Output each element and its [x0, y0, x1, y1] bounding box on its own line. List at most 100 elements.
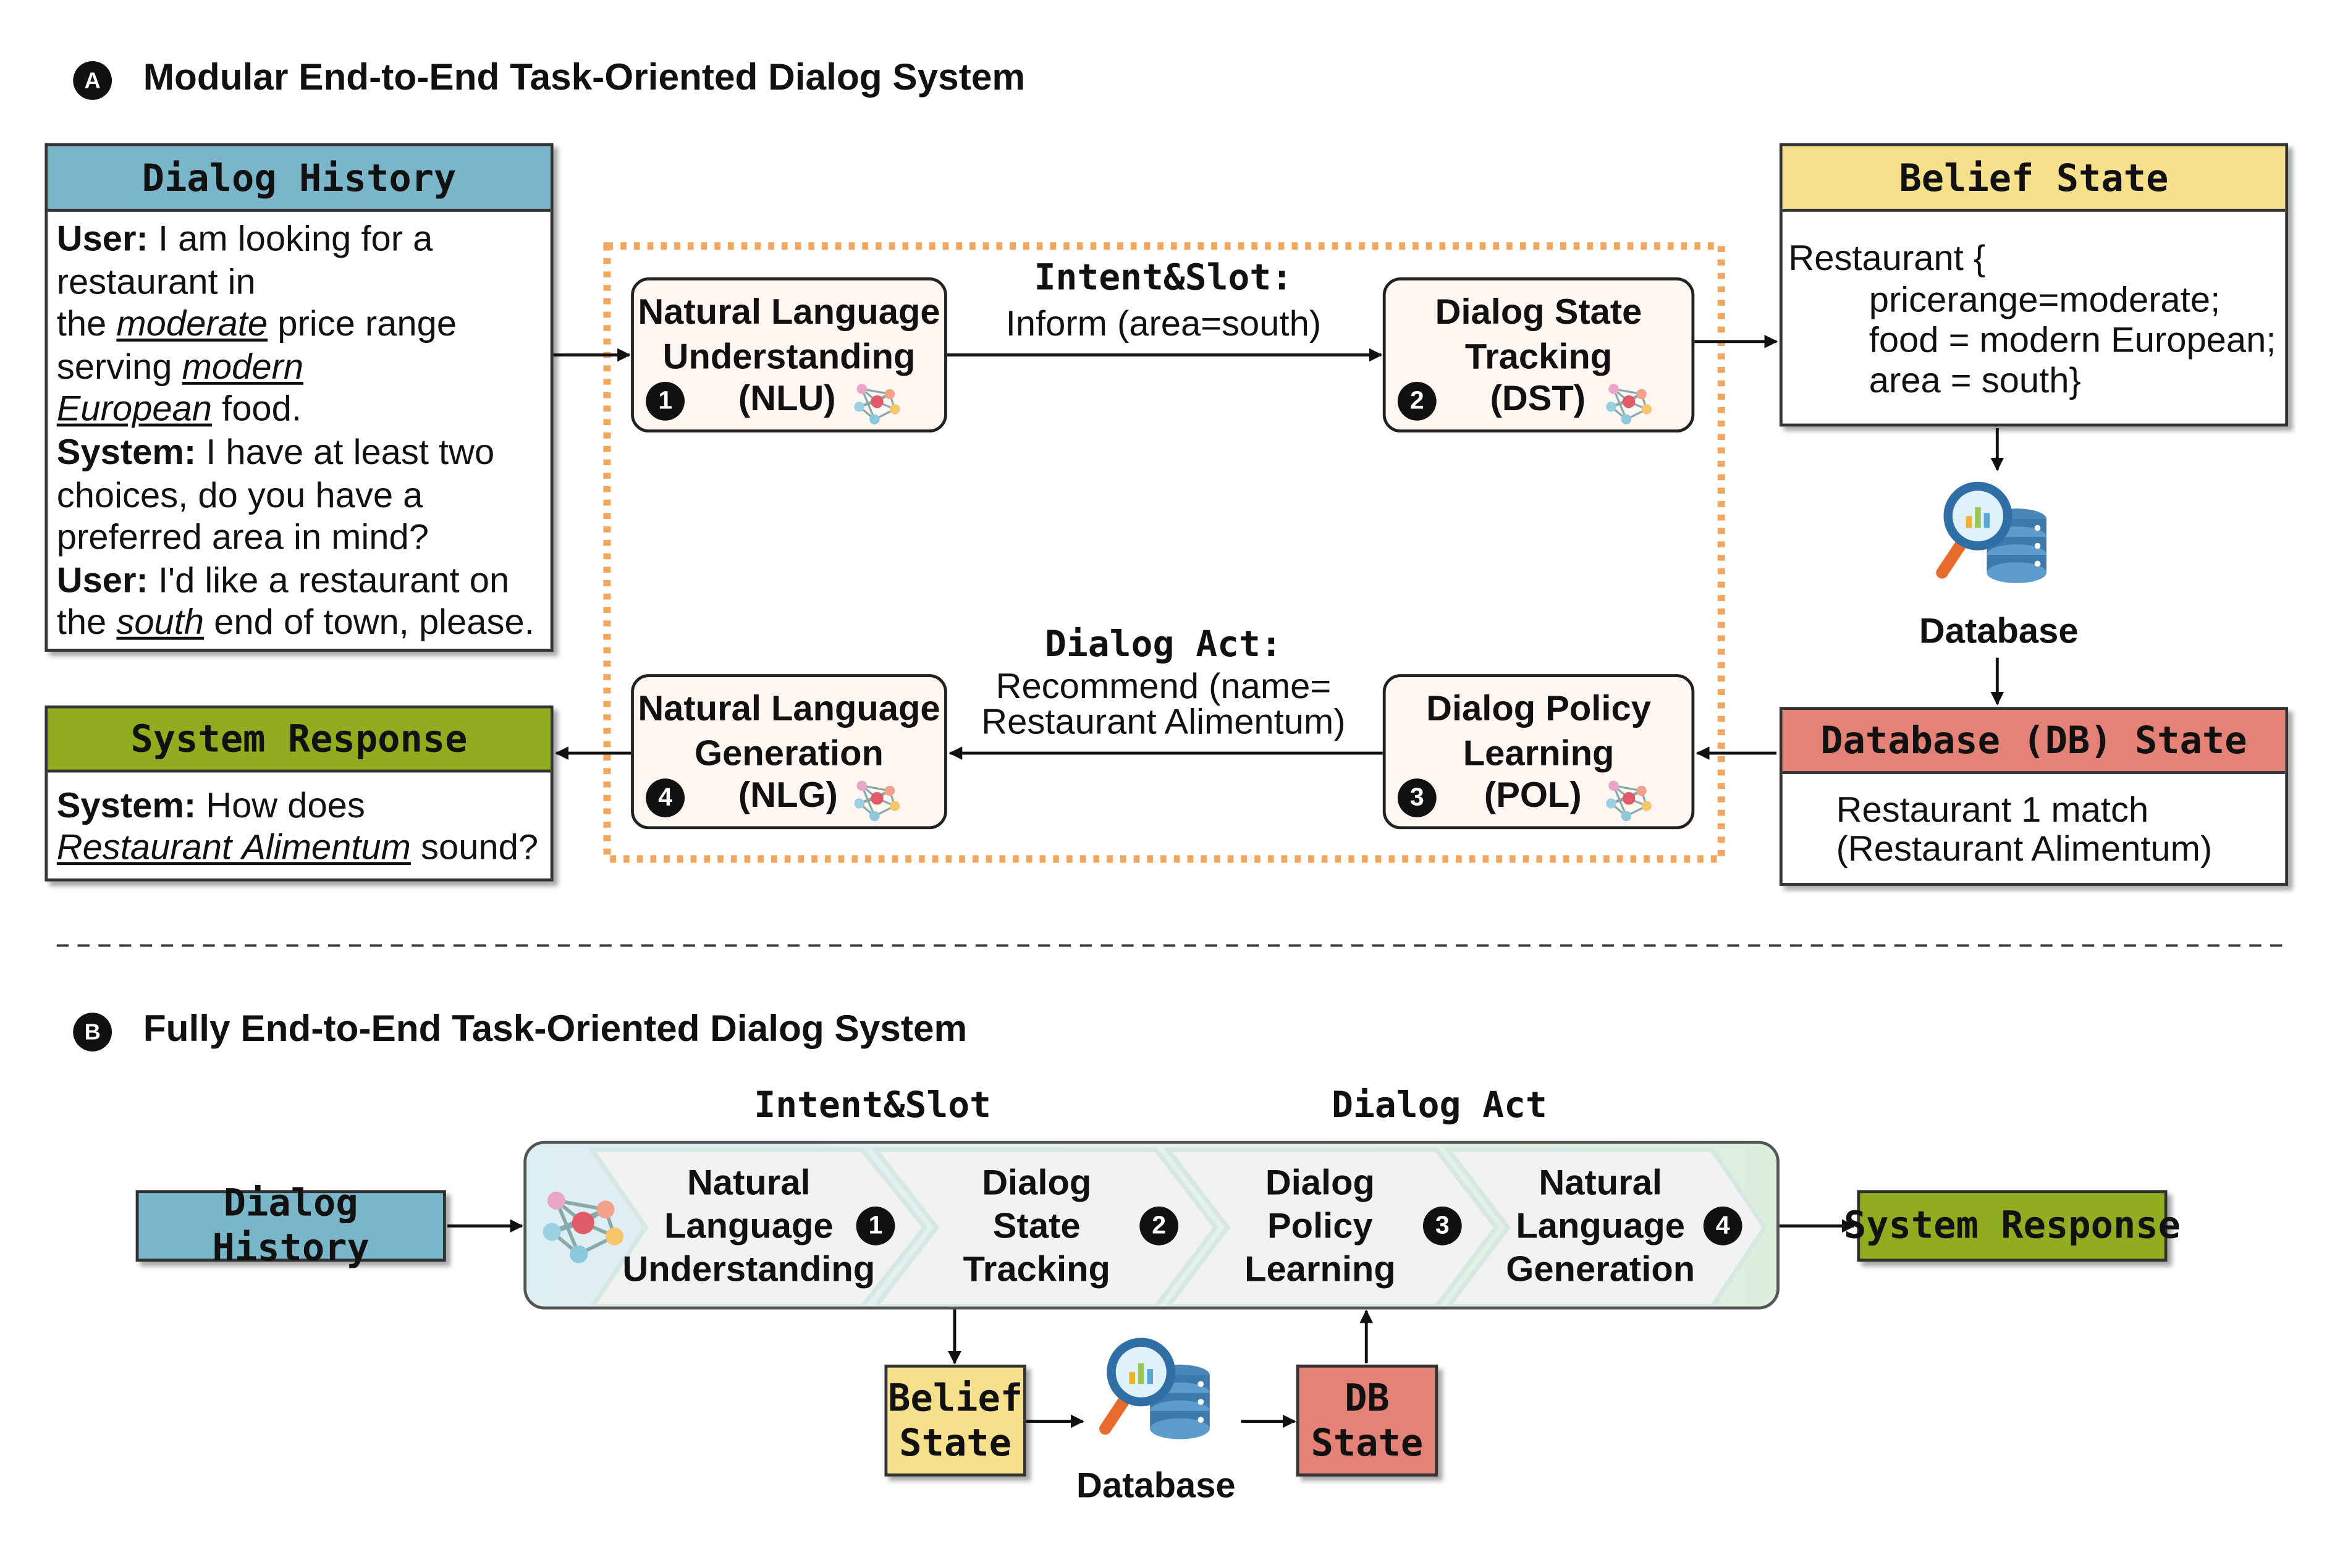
dialog-act-title: Dialog Act: [1045, 623, 1282, 665]
text-line: User: I am looking for a [57, 219, 534, 262]
database-search-icon [1096, 1336, 1218, 1466]
nlu-abbr: (NLU) [738, 379, 836, 419]
speaker-label: User: [56, 560, 148, 601]
b-db-state: DB State [1296, 1364, 1438, 1477]
nlg-step-number: 4 [646, 778, 685, 817]
nlg-line2: Generation [695, 733, 884, 774]
pol-module: Dialog Policy Learning 3 (POL) [1382, 674, 1695, 830]
b-stage-dst-number: 2 [1139, 1206, 1179, 1246]
utterance-text: restaurant in [56, 261, 256, 303]
b-intent-slot-label: Intent&Slot [754, 1084, 992, 1126]
section-b-badge: B [73, 1013, 112, 1052]
utterance-text: How does [196, 786, 365, 827]
utterance-text: I'd like a restaurant on [148, 560, 510, 601]
b-stage-nlu-number: 1 [856, 1206, 895, 1246]
text-line: System: How does [57, 786, 538, 828]
nlg-module: Natural Language Generation 4 (NLG) [631, 674, 947, 830]
db-state-panel: Database (DB) State Restaurant 1 match (… [1779, 707, 2289, 886]
b-stage-pol-number: 3 [1422, 1206, 1462, 1246]
b-stage-nlg-number: 4 [1703, 1206, 1742, 1246]
db-state-line1: Restaurant 1 match [1836, 790, 2149, 831]
utterance-text: the [56, 304, 117, 345]
text-line: the south end of town, please. [57, 603, 534, 646]
utterance-text: choices, do you have a [56, 475, 423, 516]
belief-state-line3: food = modern European; [1869, 321, 2276, 361]
neural-network-icon [1603, 379, 1654, 437]
b-belief-state: Belief State [884, 1364, 1026, 1477]
text-line: restaurant in [57, 262, 534, 305]
speaker-label: System: [56, 786, 196, 827]
slot-value: Restaurant Alimentum [56, 827, 411, 868]
neural-network-icon [851, 379, 902, 437]
dst-step-number: 2 [1397, 381, 1437, 421]
dst-line1: Dialog State [1435, 292, 1642, 333]
nlu-line2: Understanding [662, 337, 916, 377]
text-line: Restaurant Alimentum sound? [57, 828, 538, 870]
intent-slot-value: Inform (area=south) [1005, 304, 1322, 345]
nlg-line1: Natural Language [638, 689, 940, 730]
dst-line2: Tracking [1464, 337, 1613, 377]
utterance-text: sound? [410, 827, 539, 868]
utterance-text: end of town, please. [204, 603, 534, 644]
belief-state-header: Belief State [1782, 146, 2286, 212]
b-stage-pol: Dialog Policy Learning [1244, 1163, 1396, 1291]
pol-line1: Dialog Policy [1426, 689, 1651, 730]
pol-abbr: (POL) [1484, 775, 1582, 816]
b-stage-dst: Dialog State Tracking [963, 1163, 1110, 1291]
b-stage-nlu: Natural Language Understanding [622, 1163, 876, 1291]
b-system-response: System Response [1844, 1190, 2181, 1262]
db-state-line2: (Restaurant Alimentum) [1836, 829, 2213, 870]
neural-network-icon [1603, 775, 1654, 833]
text-line: serving modern [57, 347, 534, 390]
b-dialog-history: Dialog History [135, 1181, 446, 1269]
speaker-label: User: [56, 219, 148, 260]
nlu-line1: Natural Language [638, 292, 940, 333]
slot-value: south [116, 603, 205, 644]
slot-value: moderate [116, 304, 268, 345]
stage-chevrons [588, 1147, 1768, 1307]
text-line: System: I have at least two [57, 432, 534, 475]
slot-value: modern [182, 347, 304, 388]
b-database-label: Database [1076, 1465, 1236, 1507]
pol-line2: Learning [1463, 733, 1615, 774]
section-a-badge: A [73, 61, 112, 100]
unified-model: Natural Language Understanding 1 Dialog … [523, 1140, 1780, 1310]
slot-value: European [56, 389, 213, 431]
text-line: the moderate price range [57, 305, 534, 347]
neural-network-icon [538, 1182, 628, 1279]
b-dialog-act-label: Dialog Act [1332, 1084, 1547, 1126]
intent-slot-title: Intent&Slot: [1034, 256, 1293, 298]
utterance-text: food. [212, 389, 302, 431]
section-b-title: Fully End-to-End Task-Oriented Dialog Sy… [143, 1008, 968, 1050]
belief-state-line4: area = south} [1869, 361, 2081, 402]
text-line: European food. [57, 390, 534, 432]
dst-module: Dialog State Tracking 2 (DST) [1382, 277, 1695, 433]
b-stage-nlg: Natural Language Generation [1506, 1163, 1696, 1291]
neural-network-icon [851, 775, 902, 833]
utterance-text: preferred area in mind? [56, 518, 429, 558]
dialog-act-line2: Restaurant Alimentum) [981, 702, 1346, 743]
belief-state-line1: Restaurant { [1788, 238, 1986, 279]
database-search-icon [1933, 480, 2056, 610]
pol-step-number: 3 [1397, 778, 1437, 817]
section-a-title: Modular End-to-End Task-Oriented Dialog … [143, 56, 1026, 99]
db-state-header: Database (DB) State [1782, 710, 2286, 774]
speaker-label: System: [56, 432, 196, 473]
belief-state-panel: Belief State Restaurant { pricerange=mod… [1779, 143, 2289, 427]
utterance-text: price range [268, 304, 457, 345]
utterance-text: I have at least two [196, 432, 495, 473]
utterance-text: the [56, 603, 117, 644]
nlg-abbr: (NLG) [738, 775, 838, 816]
dialog-act-line1: Recommend (name= [995, 667, 1332, 707]
text-line: choices, do you have a [57, 475, 534, 518]
utterance-text: I am looking for a [148, 219, 433, 260]
utterance-text: serving [56, 347, 182, 388]
database-label: Database [1919, 611, 2079, 652]
dialog-history-header: Dialog History [48, 146, 551, 212]
dst-abbr: (DST) [1490, 379, 1586, 419]
